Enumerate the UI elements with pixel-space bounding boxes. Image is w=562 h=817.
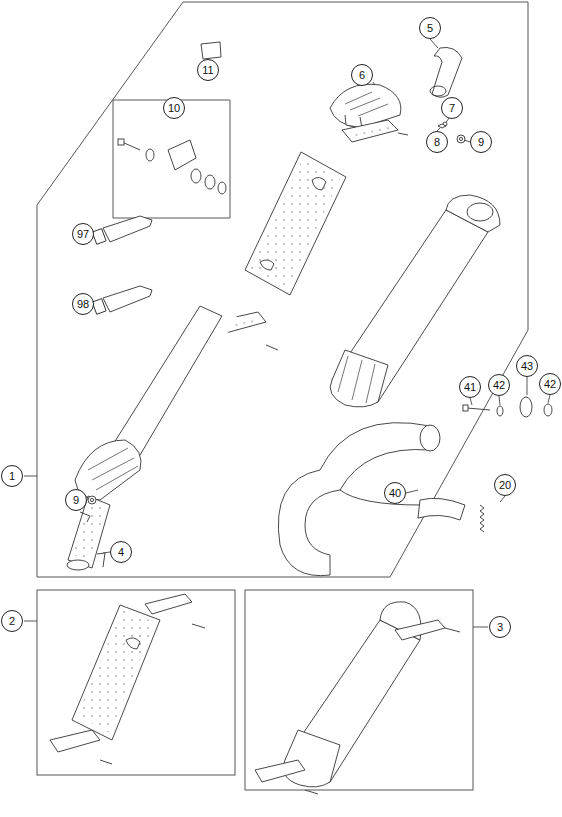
callout-text: 42	[493, 380, 505, 391]
callout-text: 98	[77, 299, 89, 310]
callout-number: 7	[441, 97, 463, 119]
callout-text: 43	[521, 361, 533, 372]
callout-number: 98	[72, 293, 94, 315]
callout-number: 6	[351, 64, 373, 86]
callout-number: 10	[163, 97, 185, 119]
callout-text: 41	[464, 382, 476, 393]
header-pipe	[278, 423, 430, 576]
callout-text: 40	[389, 488, 401, 499]
grease-tube	[92, 216, 152, 314]
callout-number: 40	[384, 482, 406, 504]
callout-number: 41	[459, 376, 481, 398]
group-outline	[245, 590, 473, 790]
callout-text: 1	[9, 471, 15, 482]
callout-text: 4	[118, 547, 124, 558]
group-outline	[37, 2, 528, 577]
callout-text: 10	[168, 103, 180, 114]
group-outline	[37, 590, 235, 775]
callout-number: 20	[494, 474, 516, 496]
callout-text: 8	[434, 137, 440, 148]
leader-lines	[24, 39, 550, 627]
callout-number: 2	[1, 610, 23, 632]
callout-number: 11	[197, 59, 219, 81]
callout-number: 3	[489, 616, 511, 638]
callout-text: 9	[478, 137, 484, 148]
callout-text: 20	[499, 480, 511, 491]
callout-number: 42	[539, 373, 561, 395]
callout-number: 4	[110, 541, 132, 563]
callout-text: 42	[544, 379, 556, 390]
callout-number: 9	[65, 489, 87, 511]
callout-number: 42	[488, 374, 510, 396]
callout-text: 3	[497, 622, 503, 633]
callout-number: 8	[426, 131, 448, 153]
callout-text: 11	[202, 65, 213, 76]
callout-number: 97	[72, 223, 94, 245]
callout-number: 9	[470, 131, 492, 153]
callout-text: 6	[359, 70, 365, 81]
callout-text: 9	[73, 495, 79, 506]
callout-number: 43	[516, 355, 538, 377]
callout-number: 1	[1, 465, 23, 487]
callout-text: 97	[77, 229, 89, 240]
callout-text: 5	[427, 23, 433, 34]
callout-text: 7	[449, 103, 455, 114]
callout-text: 2	[9, 616, 15, 627]
callout-number: 5	[419, 17, 441, 39]
